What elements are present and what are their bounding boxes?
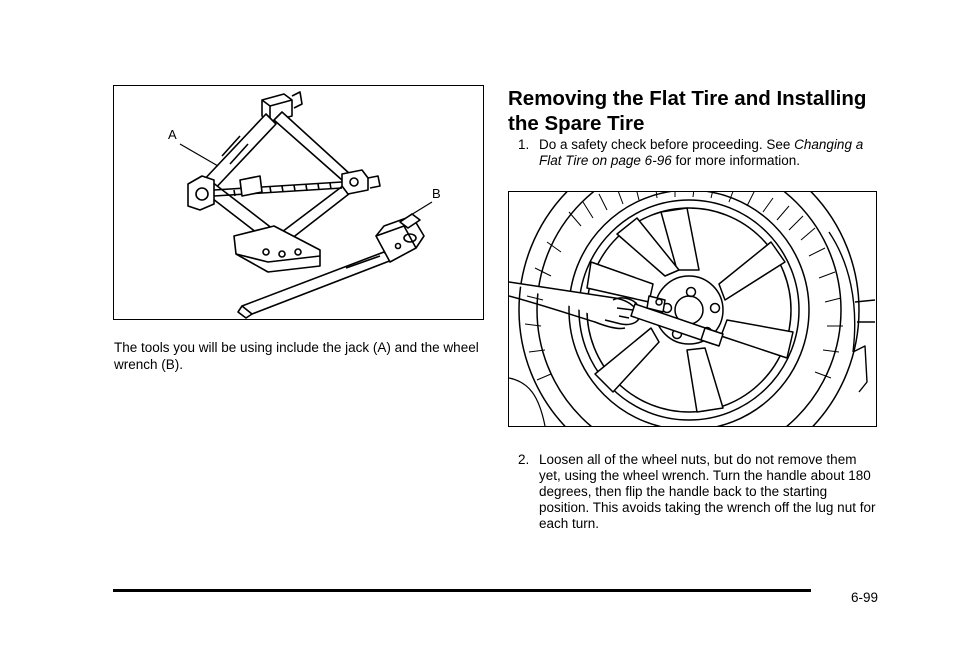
figure-caption: The tools you will be using include the …	[114, 340, 479, 372]
step-2-number: 2.	[518, 452, 530, 467]
step-1-reference-link[interactable]: Changing a Flat Tire on page 6-96	[539, 137, 864, 168]
step-1: 1. Do a safety check before proceeding. …	[518, 137, 868, 169]
jack-wrench-drawing: A B	[168, 91, 441, 319]
step-2: 2. Loosen all of the wheel nuts, but do …	[518, 452, 878, 532]
callout-b-label: B	[432, 186, 441, 201]
step-1-number: 1.	[518, 137, 530, 152]
jack-and-wrench-illustration: A B	[113, 85, 484, 320]
step-2-text: Loosen all of the wheel nuts, but do not…	[539, 452, 876, 531]
step-1-text-before: Do a safety check before proceeding. See	[539, 137, 795, 152]
wheel-drawing	[509, 192, 876, 426]
step-1-text-after: for more information.	[671, 153, 801, 168]
wheel-wrench-illustration	[508, 191, 877, 427]
page-number: 6-99	[851, 590, 879, 605]
section-heading: Removing the Flat Tire and Installing th…	[508, 87, 867, 135]
footer-rule	[113, 589, 811, 592]
callout-a-label: A	[168, 127, 177, 142]
step-1-text: Do a safety check before proceeding. See…	[518, 137, 868, 169]
